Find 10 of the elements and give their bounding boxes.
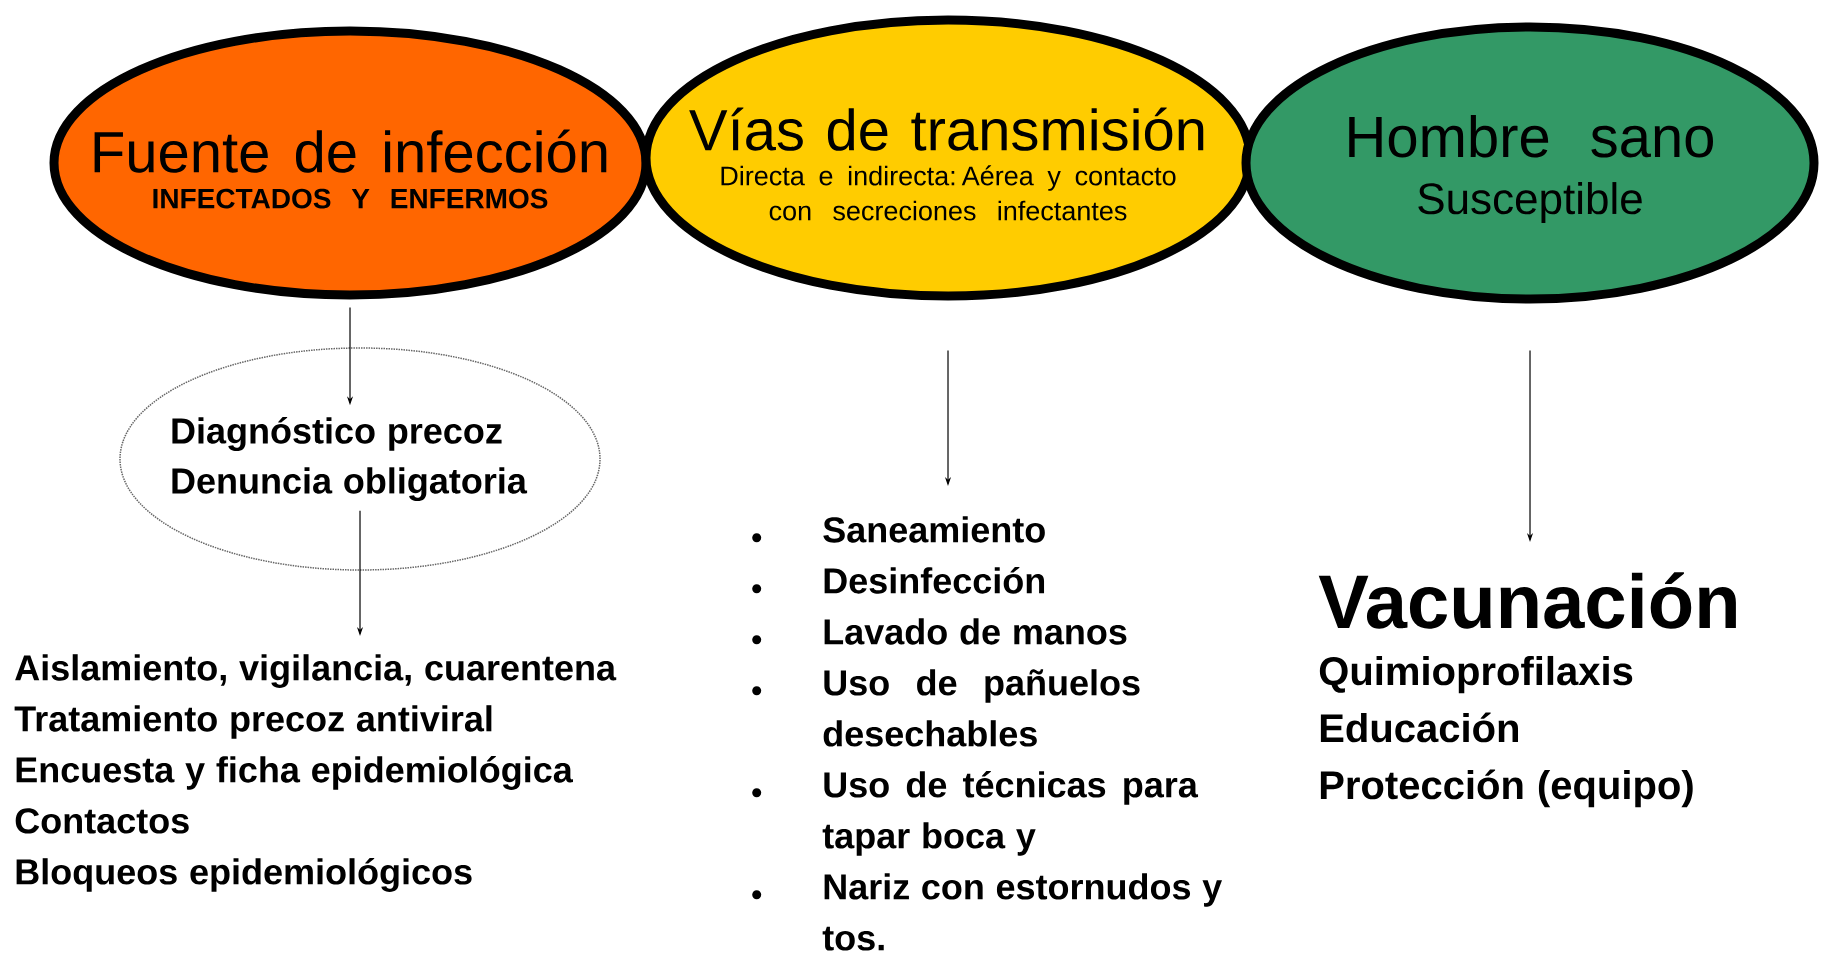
- ellipse-node: Hombre sano Susceptible: [1241, 22, 1819, 304]
- text-list: Vacunación Quimioprofilaxis Educación Protección (equipo): [1318, 572, 1736, 808]
- node-label: Desinfección: [824, 566, 1045, 594]
- bullet-list: Saneamiento Desinfección Lavado de manos Uso de pañuelos desechables Uso de técnicas para tapar boca y Nariz con estornudos y tos.: [752, 516, 1222, 951]
- text-list: Aislamiento, vigilancia, cuarentena Tratamiento precoz antiviral Encuesta y ficha epidemiológica Contactos Bloqueos epidemiológicos: [14, 654, 617, 892]
- node-label: Uso de pañuelos desechables: [823, 669, 1140, 747]
- node-label: Uso de técnicas para tapar boca y: [822, 770, 1199, 856]
- node-label: Saneamiento: [823, 516, 1045, 543]
- node-label: Lavado de manos: [824, 618, 1127, 645]
- node-label: Nariz con estornudos y tos.: [822, 873, 1223, 951]
